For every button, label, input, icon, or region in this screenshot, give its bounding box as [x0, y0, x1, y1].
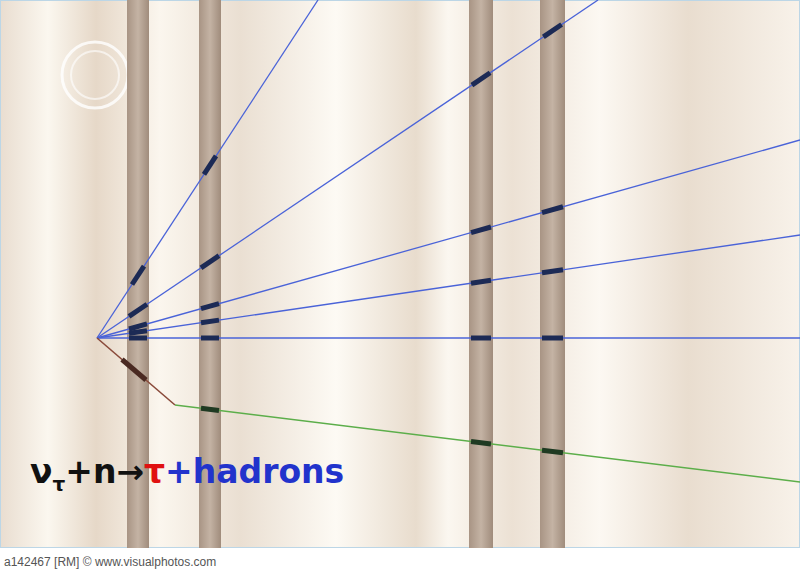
watermark-circle — [71, 51, 119, 99]
tau-track — [97, 338, 175, 405]
hit-segment — [129, 331, 147, 334]
reaction-part: +n→ — [65, 452, 144, 491]
tau-symbol: τ — [144, 452, 165, 491]
hit-segment — [542, 450, 563, 453]
hit-segment — [472, 73, 490, 85]
hit-segment — [201, 256, 219, 268]
watermark-circle — [62, 42, 128, 108]
hadron-track — [97, 0, 318, 338]
hit-segment — [471, 280, 491, 283]
hit-segment — [471, 336, 491, 341]
background — [0, 0, 800, 548]
hit-segment — [129, 336, 147, 341]
watermark: a142467 [RM] © www.visualphotos.com — [4, 555, 216, 569]
hadron-track — [97, 0, 598, 338]
hadrons-text: +hadrons — [165, 452, 344, 491]
hadron-track — [97, 235, 800, 338]
hit-segment — [542, 336, 563, 341]
hit-segment — [132, 266, 144, 284]
hit-segment — [201, 336, 219, 341]
hit-segment — [129, 304, 147, 316]
hit-segment — [204, 156, 216, 174]
tau-hit — [122, 360, 146, 381]
subscript: τ — [52, 472, 65, 496]
hadron-track — [97, 140, 800, 338]
hit-segment — [201, 408, 219, 410]
footer-strip — [0, 548, 800, 575]
hit-segment — [542, 270, 563, 273]
hit-segment — [471, 227, 491, 233]
hit-segment — [543, 25, 561, 37]
hadron-track — [97, 337, 800, 338]
hit-segment — [201, 304, 219, 309]
hit-segment — [542, 207, 563, 213]
neutrino-symbol: ν — [30, 452, 52, 491]
reaction-equation: ντ+n→τ+hadrons — [30, 452, 344, 496]
hit-segment — [201, 320, 219, 323]
detector-plane — [469, 0, 493, 548]
hit-segment — [471, 441, 491, 443]
detector-plane — [540, 0, 565, 548]
hit-segment — [129, 324, 147, 329]
frame — [1, 1, 800, 548]
